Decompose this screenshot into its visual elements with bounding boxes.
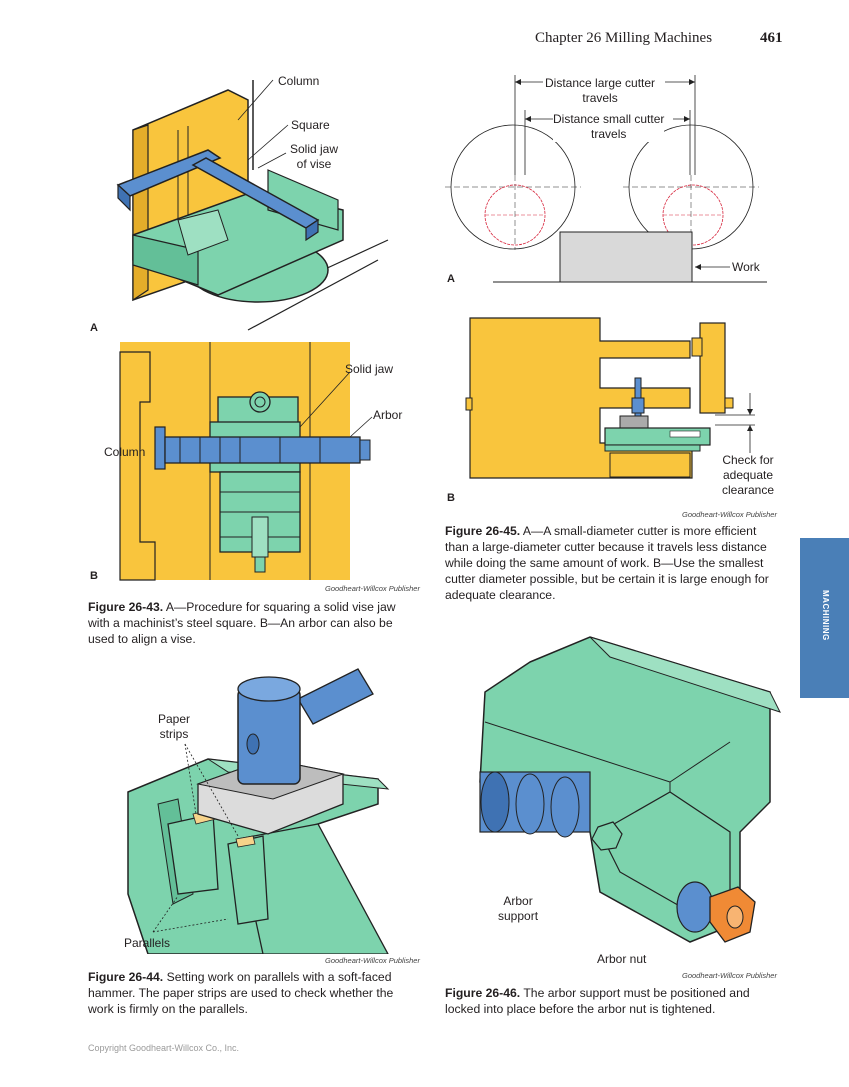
fig43-letter-b: B — [90, 570, 98, 582]
fig45-credit: Goodheart-Willcox Publisher — [682, 510, 777, 519]
fig43-caption-text: A—Procedure for squaring a solid vise ja… — [88, 600, 396, 646]
fig46-illustration — [479, 636, 781, 943]
fig44-caption: Figure 26-44. Setting work on parallels … — [88, 969, 420, 1017]
fig43-caption: Figure 26-43. A—Procedure for squaring a… — [88, 599, 418, 647]
label-check-clearance: Check for adequate clearance — [722, 453, 775, 497]
label-arbor-support: Arbor support — [498, 894, 539, 923]
fig45-caption-number: Figure 26-45. — [445, 524, 521, 538]
label-column-b: Column — [104, 445, 146, 459]
fig44-caption-number: Figure 26-44. — [88, 970, 164, 984]
fig45-letter-a: A — [447, 273, 455, 285]
fig46-credit: Goodheart-Willcox Publisher — [682, 971, 777, 980]
section-tab: MACHINING — [800, 538, 849, 698]
fig43-letter-a: A — [90, 322, 98, 334]
fig45-caption-text: A—A small-diameter cutter is more effici… — [445, 524, 769, 602]
fig43b-illustration — [119, 342, 373, 581]
label-square: Square — [291, 118, 330, 132]
fig45-letter-b: B — [447, 492, 455, 504]
label-paper-strips: Paper strips — [158, 712, 191, 741]
fig45b-illustration — [465, 317, 755, 479]
page-number: 461 — [760, 30, 783, 46]
section-tab-label: MACHINING — [821, 590, 830, 641]
label-distance-small: Distance small cutter travels — [553, 112, 665, 142]
fig46-caption-text: The arbor support must be positioned and… — [445, 986, 750, 1016]
fig45-caption: Figure 26-45. A—A small-diameter cutter … — [445, 523, 780, 603]
fig43-caption-number: Figure 26-43. — [88, 600, 164, 614]
fig45a-illustration — [445, 75, 767, 283]
label-arbor-nut: Arbor nut — [597, 952, 647, 966]
copyright-footer: Copyright Goodheart-Willcox Co., Inc. — [88, 1043, 240, 1053]
label-distance-large: Distance large cutter travels — [545, 76, 656, 106]
fig46-caption: Figure 26-46. The arbor support must be … — [445, 985, 780, 1017]
fig44-credit: Goodheart-Willcox Publisher — [325, 956, 420, 965]
label-work: Work — [732, 260, 760, 274]
fig43-credit: Goodheart-Willcox Publisher — [325, 584, 420, 593]
label-arbor: Arbor — [373, 408, 403, 422]
fig44-caption-text: Setting work on parallels with a soft-fa… — [88, 970, 394, 1016]
fig43a-illustration — [116, 79, 389, 331]
chapter-title: Chapter 26 Milling Machines — [535, 30, 713, 46]
label-solid-jaw-vise: Solid jaw of vise — [290, 142, 339, 171]
fig44-illustration — [127, 668, 390, 954]
fig46-caption-number: Figure 26-46. — [445, 986, 521, 1000]
label-column-top: Column — [278, 74, 320, 88]
label-solid-jaw: Solid jaw — [345, 362, 394, 376]
label-parallels: Parallels — [124, 936, 171, 950]
